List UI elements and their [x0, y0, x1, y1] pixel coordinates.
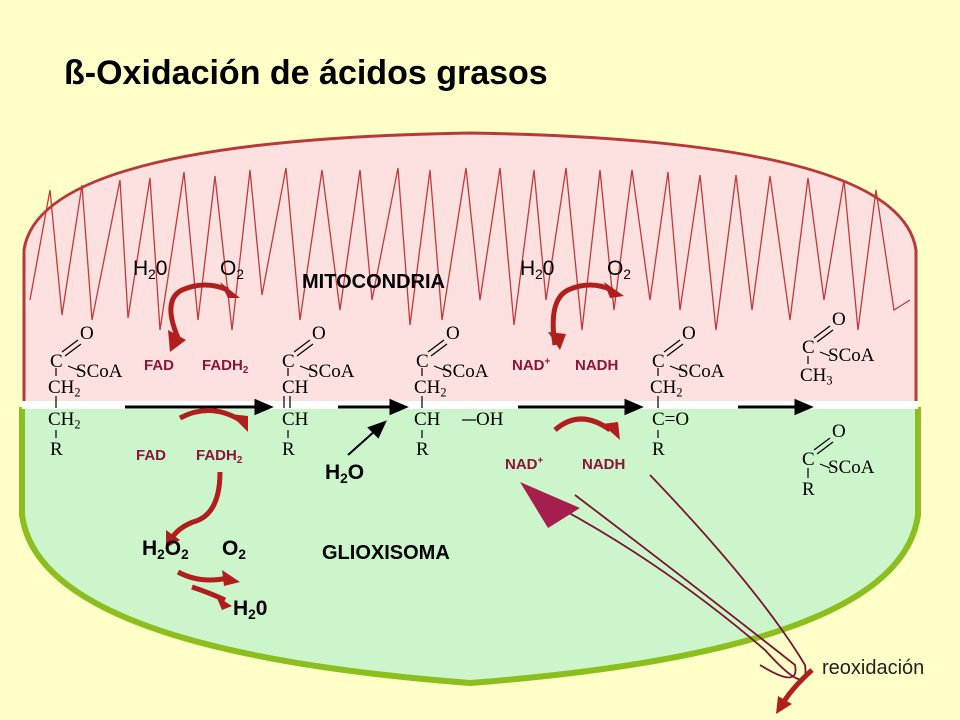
glyox-nad-plus: NAD+ — [505, 455, 544, 473]
reoxidation-release-head — [776, 696, 792, 714]
mol1-ch2-a: CH2 — [48, 377, 81, 400]
hydration-water: H2O — [325, 461, 365, 487]
mol1-carbonyl-c: C — [50, 351, 63, 372]
glyox-fadh2: FADH2 — [196, 447, 243, 466]
mitochondria-label: MITOCONDRIA — [302, 271, 445, 293]
mol5-ch3: CH3 — [800, 365, 833, 388]
mol4-scoa: SCoA — [678, 361, 725, 382]
mito-nadh: NADH — [575, 357, 619, 374]
mol2-ch-a: CH — [282, 377, 309, 398]
mol1-scoa: SCoA — [76, 361, 123, 382]
mol2-ch-b: CH — [282, 409, 309, 430]
mol1-ch2-b: CH2 — [48, 409, 81, 432]
mol3-ch2: CH2 — [414, 377, 447, 400]
glyox-peroxide-arrow — [169, 471, 223, 540]
glyox-nadh: NADH — [582, 456, 626, 473]
page-title: ß-Oxidación de ácidos grasos — [64, 54, 548, 92]
pathway-arrow-2-head — [389, 398, 409, 416]
glyoxysome-label: GLIOXISOMA — [322, 542, 450, 564]
mol6-carbonyl-c: C — [802, 449, 815, 470]
mol4-carbonyl-c: C — [652, 351, 665, 372]
cofactor-arrowheads — [166, 282, 624, 610]
glyox-oxygen: O2 — [222, 537, 246, 563]
mol6-r: R — [802, 479, 815, 500]
reoxidation-release-arrow — [779, 668, 814, 707]
mol1-oxygen: O — [80, 323, 94, 344]
mito-fad-cycle-arrow — [168, 282, 229, 339]
mol1-r: R — [50, 439, 63, 460]
glyox-water: H20 — [233, 597, 268, 623]
mito-fad: FAD — [144, 357, 174, 374]
mol3-ch: CH — [414, 409, 441, 430]
mol2-carbonyl-c: C — [282, 351, 295, 372]
mol4-oxygen: O — [682, 323, 696, 344]
pathway-arrow-3-head — [624, 398, 644, 416]
pathway-arrows — [125, 398, 814, 456]
mol5-carbonyl-c: C — [802, 337, 815, 358]
glyox-fad: FAD — [136, 447, 166, 464]
mito-nad-cycle-arrow — [550, 282, 614, 346]
mol2-oxygen: O — [312, 323, 326, 344]
mito-oxygen-left: O2 — [220, 257, 244, 283]
mol5-scoa: SCoA — [828, 345, 875, 366]
region-separator — [22, 401, 918, 409]
pathway-arrow-1-head — [254, 398, 274, 416]
mol2-r: R — [282, 439, 295, 460]
mol3-scoa: SCoA — [442, 361, 489, 382]
mito-fadh2: FADH2 — [202, 357, 249, 376]
reoxidation-loop — [544, 474, 807, 681]
mol4-ch2: CH2 — [650, 377, 683, 400]
mol3-oh: OH — [476, 409, 504, 430]
mito-water-left: H20 — [133, 257, 168, 283]
mol4-r: R — [652, 439, 665, 460]
mol4-keto: C=O — [652, 409, 690, 430]
mito-oxygen-right: O2 — [607, 257, 631, 283]
hydration-arrow-head — [367, 420, 387, 439]
pathway-arrow-4-head — [794, 398, 814, 416]
reoxidation-label: reoxidación — [822, 657, 925, 679]
glyox-nad-cycle-arrow — [553, 416, 612, 433]
cristae-membrane — [29, 167, 911, 331]
hydration-arrow — [347, 429, 377, 456]
mito-nad-plus: NAD+ — [512, 356, 551, 374]
mol3-r: R — [416, 439, 429, 460]
mol6-oxygen: O — [832, 421, 846, 442]
molecule-bonds — [55, 325, 834, 478]
mol5-oxygen: O — [832, 309, 846, 330]
mol6-scoa: SCoA — [828, 457, 875, 478]
water-release-arrow — [191, 584, 227, 603]
mito-water-right: H20 — [520, 257, 555, 283]
mol3-oxygen: O — [446, 323, 460, 344]
reoxidation-loop-outer — [574, 494, 797, 679]
reoxidation-arrowhead — [520, 482, 580, 528]
hydrogen-peroxide: H2O2 — [142, 537, 189, 563]
glyoxysome-region — [19, 407, 921, 687]
mol3-carbonyl-c: C — [416, 351, 429, 372]
mol2-scoa: SCoA — [308, 361, 355, 382]
